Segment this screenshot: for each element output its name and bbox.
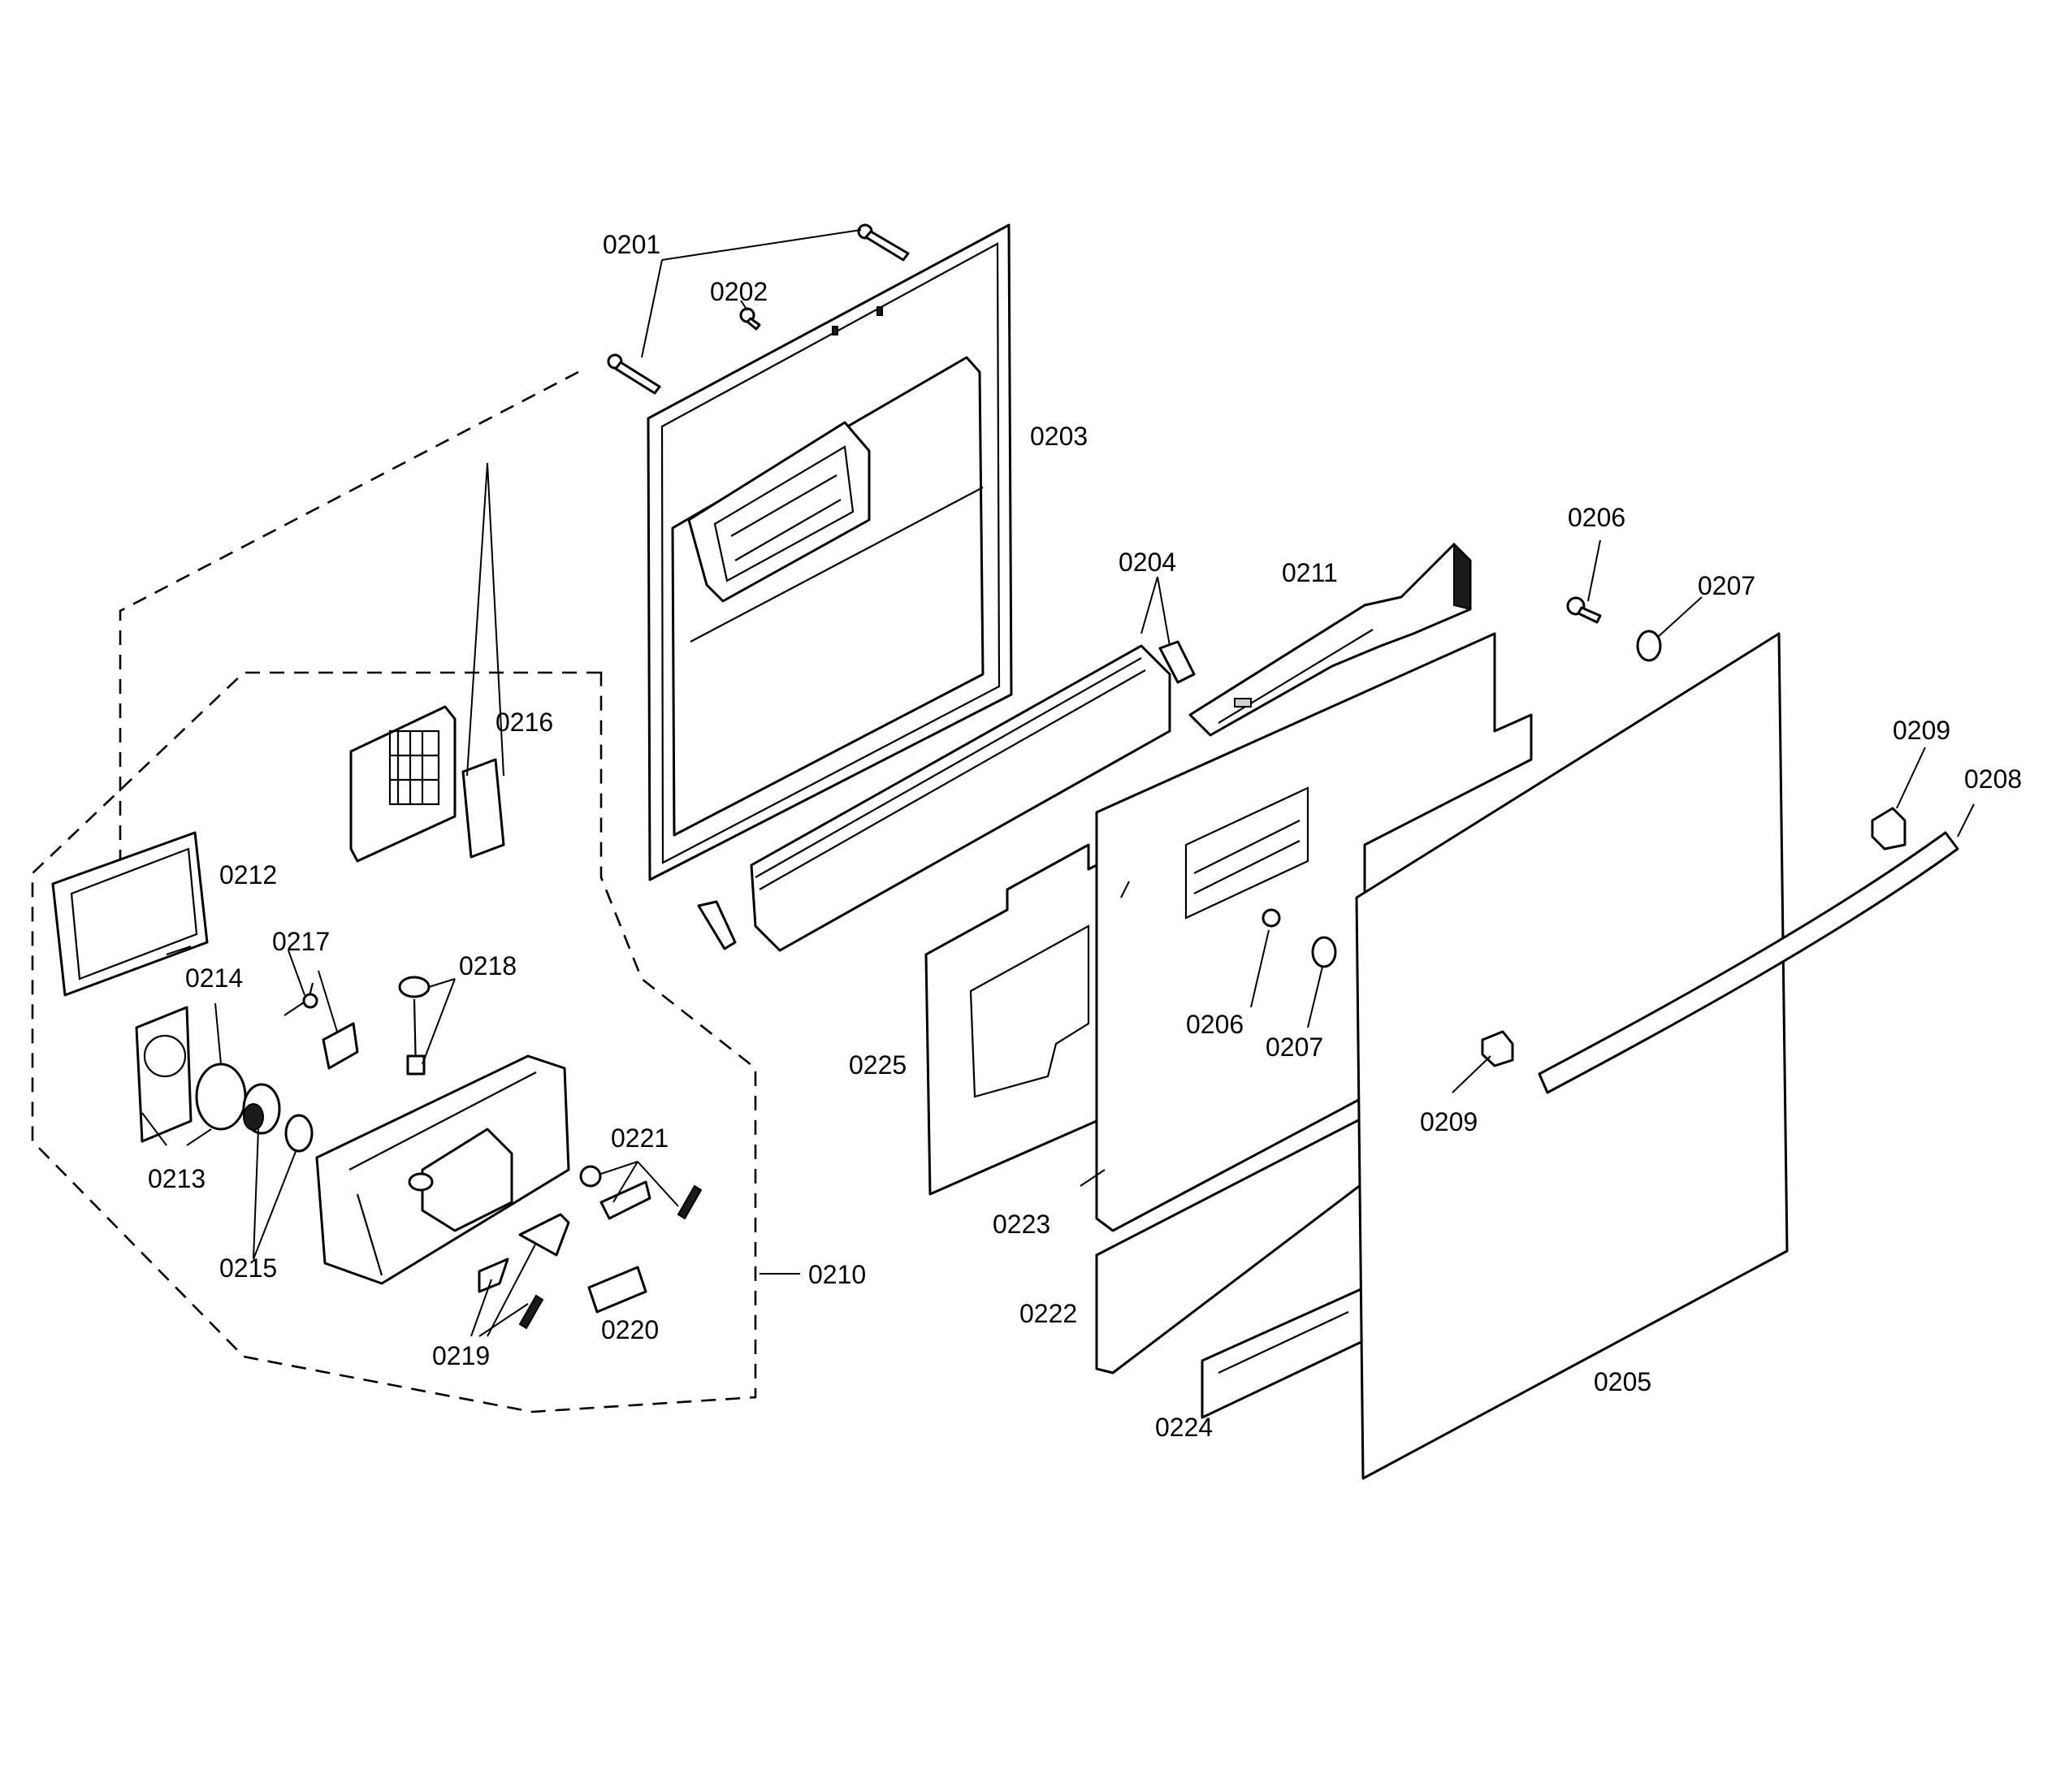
inner-door-panel bbox=[647, 223, 1013, 881]
label-0214: 0214 bbox=[185, 963, 243, 993]
dispenser-body bbox=[315, 1054, 570, 1285]
label-0201: 0201 bbox=[603, 230, 660, 259]
door-liner bbox=[1095, 632, 1533, 1232]
small-screw bbox=[739, 307, 761, 331]
label-0209-top: 0209 bbox=[1893, 716, 1950, 745]
label-0211: 0211 bbox=[1282, 558, 1338, 587]
hinge-bracket bbox=[1188, 542, 1472, 737]
lower-trim bbox=[1095, 1115, 1366, 1374]
control-panel-group-outline bbox=[119, 370, 579, 900]
label-0205: 0205 bbox=[1594, 1367, 1651, 1396]
screw-left bbox=[607, 353, 661, 395]
label-0224: 0224 bbox=[1155, 1413, 1213, 1442]
seal-clip bbox=[1158, 640, 1196, 684]
label-0225: 0225 bbox=[849, 1050, 907, 1080]
dispenser-knob bbox=[242, 1083, 281, 1135]
label-0213: 0213 bbox=[148, 1164, 206, 1193]
label-0219: 0219 bbox=[432, 1341, 490, 1370]
spring-lever bbox=[283, 982, 359, 1070]
dispenser-gasket bbox=[195, 1063, 247, 1131]
label-0215: 0215 bbox=[219, 1253, 277, 1283]
latch-levers bbox=[478, 1180, 651, 1293]
latch-springs bbox=[518, 1184, 703, 1330]
washer-top bbox=[1636, 630, 1662, 662]
dispenser-cover bbox=[135, 1006, 193, 1143]
label-0218: 0218 bbox=[459, 951, 517, 980]
dispenser-window-frame bbox=[51, 831, 209, 997]
hinge-screw-top bbox=[1566, 596, 1602, 624]
label-0216: 0216 bbox=[496, 708, 553, 737]
screw-top bbox=[857, 223, 910, 262]
label-0210: 0210 bbox=[808, 1260, 866, 1289]
label-0220: 0220 bbox=[601, 1315, 659, 1344]
label-0206-top: 0206 bbox=[1568, 503, 1625, 532]
float-sensor bbox=[398, 976, 431, 1076]
rinse-aid-seal bbox=[461, 758, 505, 859]
label-0207-lower: 0207 bbox=[1266, 1032, 1323, 1062]
label-0208: 0208 bbox=[1964, 764, 2022, 794]
kick-plate bbox=[1201, 1286, 1366, 1419]
solenoid bbox=[587, 1266, 647, 1314]
label-0222: 0222 bbox=[1019, 1299, 1077, 1328]
label-0212: 0212 bbox=[219, 860, 277, 890]
ball bbox=[579, 1165, 602, 1188]
dispenser-group-outline bbox=[31, 671, 757, 1413]
rinse-aid-cap bbox=[349, 705, 457, 863]
label-0217: 0217 bbox=[272, 927, 330, 956]
label-0203: 0203 bbox=[1030, 422, 1088, 451]
leader-lines bbox=[141, 229, 1975, 1337]
label-0221: 0221 bbox=[611, 1123, 669, 1153]
label-0223: 0223 bbox=[993, 1210, 1050, 1239]
door-seal-strip bbox=[697, 644, 1171, 952]
label-0202: 0202 bbox=[710, 277, 768, 306]
door-handle bbox=[1538, 831, 1959, 1094]
dispenser-oring bbox=[284, 1114, 314, 1153]
label-0206-lower: 0206 bbox=[1186, 1010, 1244, 1039]
label-0204: 0204 bbox=[1119, 548, 1176, 577]
label-0207-top: 0207 bbox=[1698, 571, 1755, 600]
handle-endcap-upper bbox=[1871, 807, 1906, 851]
label-0209-lower: 0209 bbox=[1420, 1107, 1478, 1136]
